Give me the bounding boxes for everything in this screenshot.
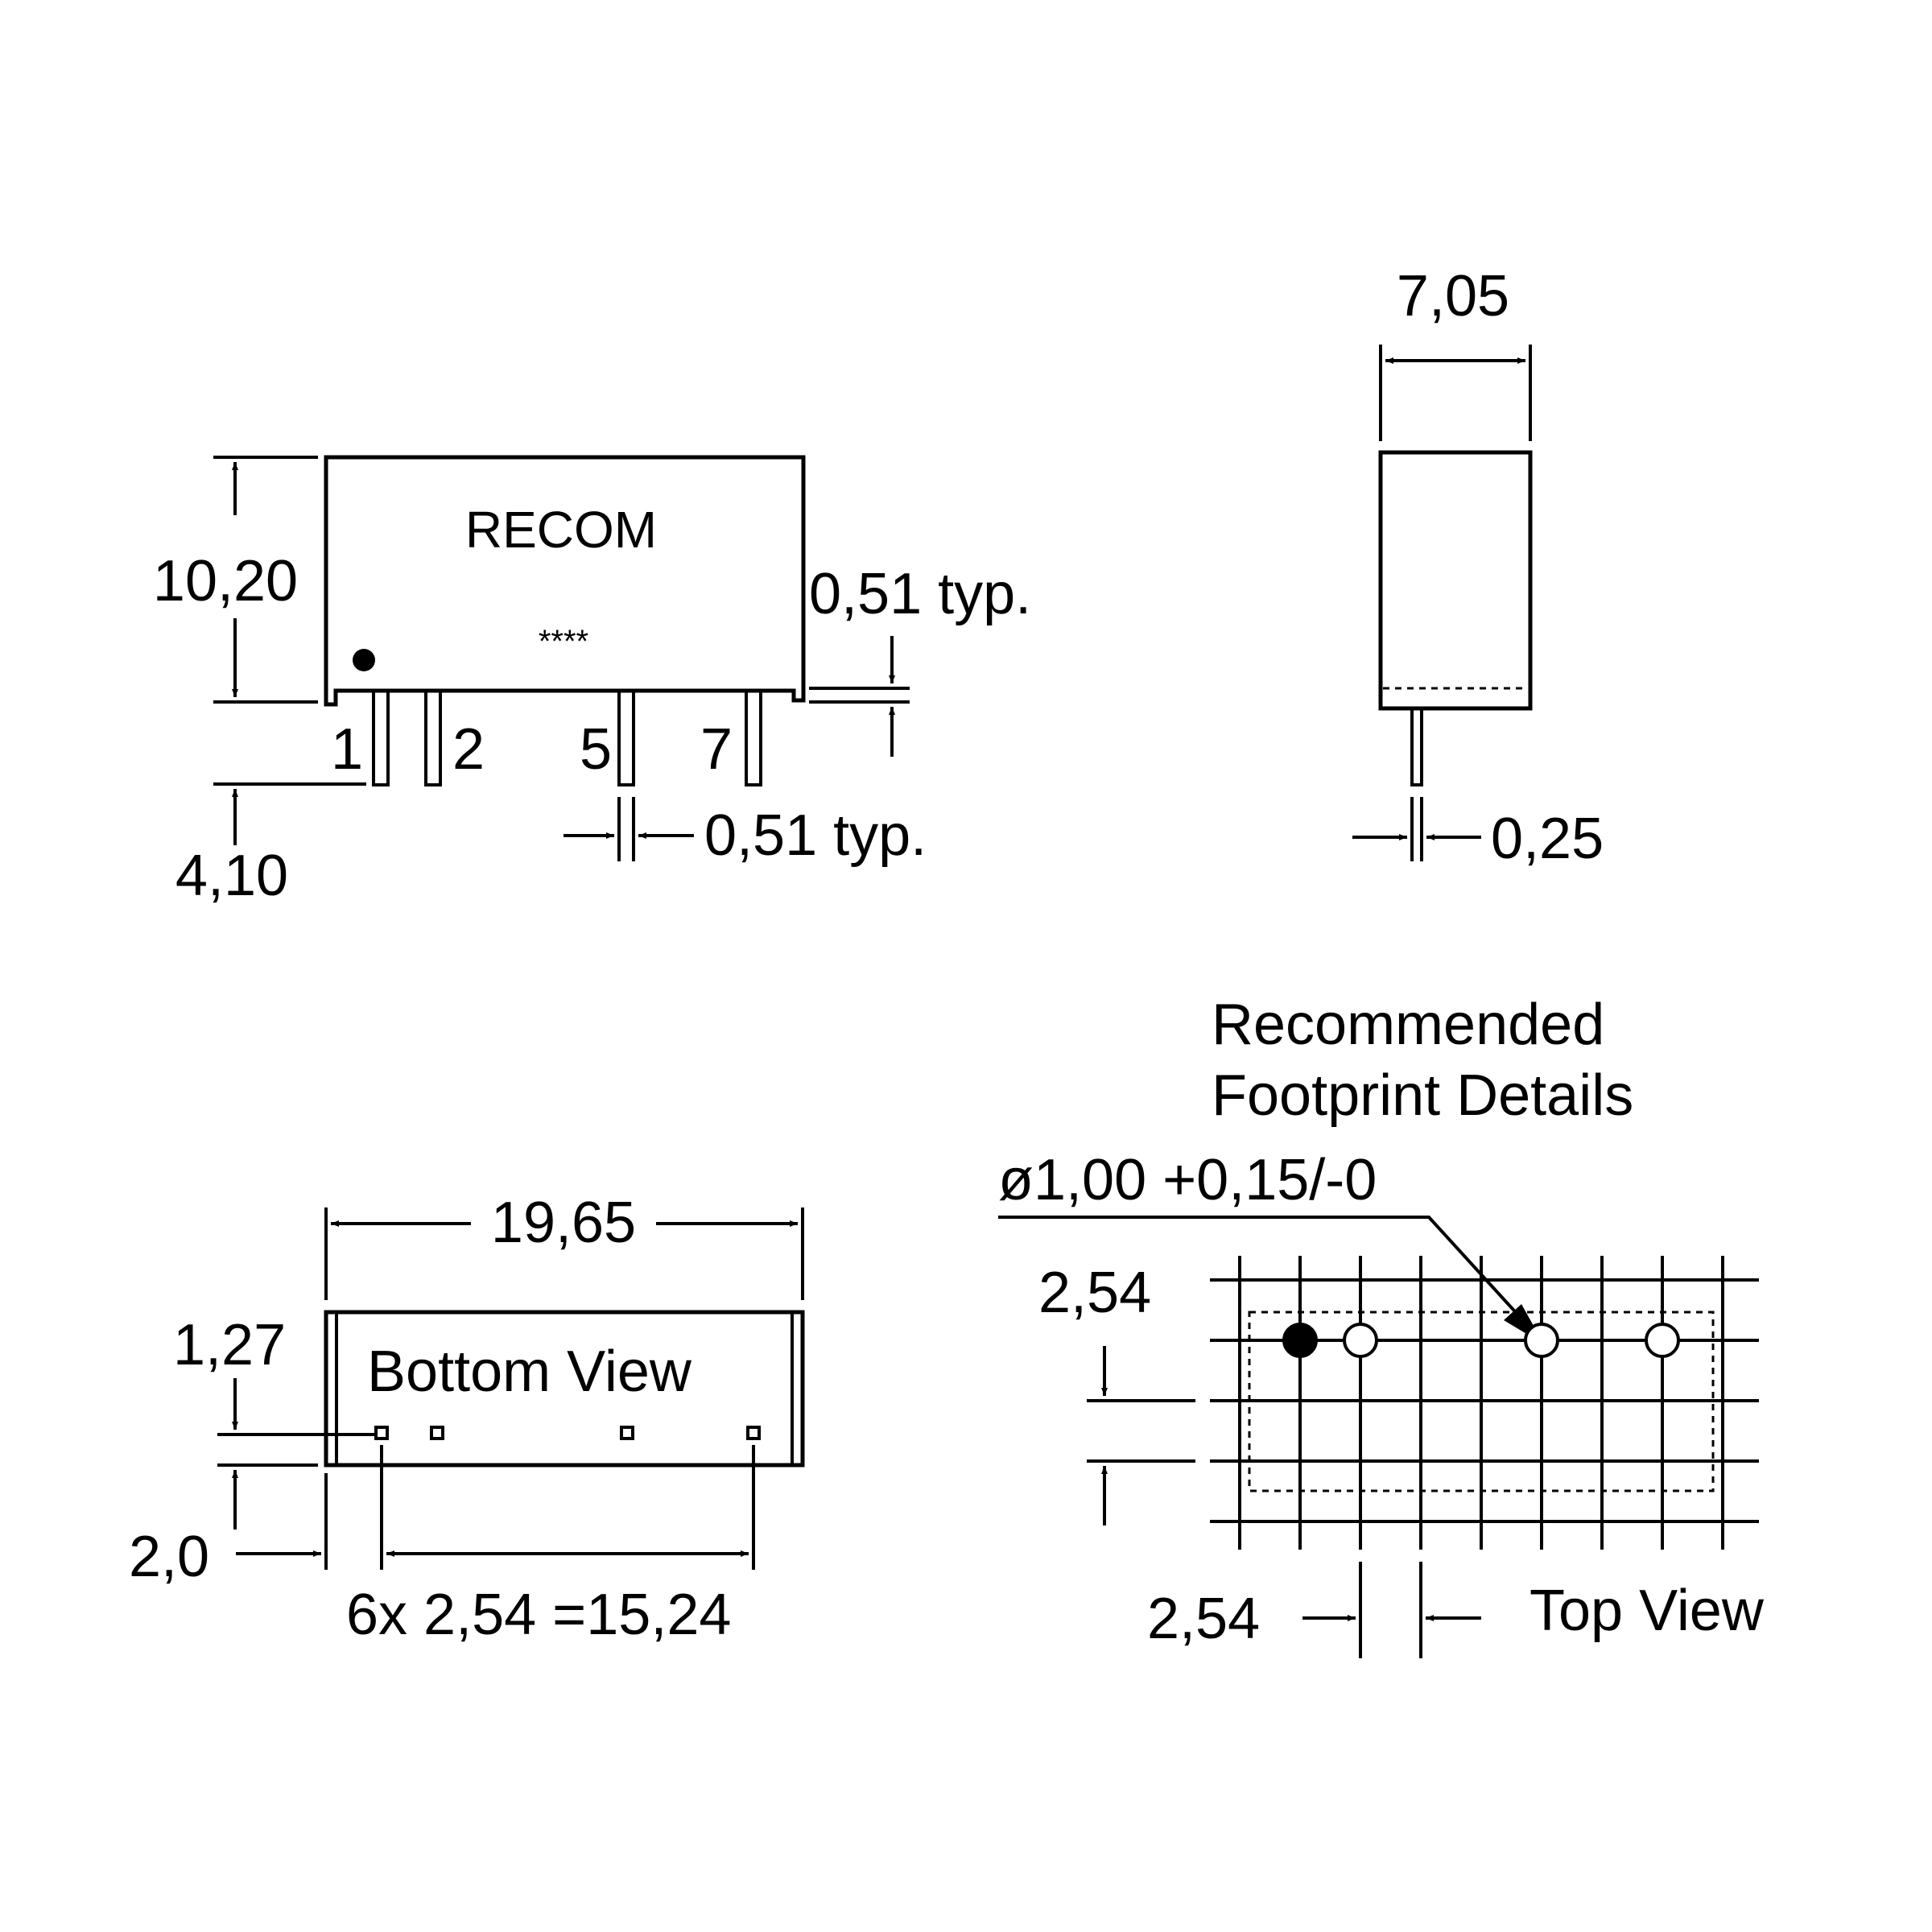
dim-side-width: 7,05 — [1397, 264, 1509, 328]
pin-2 — [424, 689, 442, 786]
pin-pad-2 — [430, 1426, 444, 1440]
dim-pin-row-offset: 1,27 — [173, 1313, 286, 1377]
side-pin — [1410, 707, 1423, 786]
pin-label-5: 5 — [580, 717, 612, 782]
side-view: 7,05 0,25 — [1352, 264, 1604, 871]
dim-height: 10,20 — [153, 549, 298, 613]
dim-standoff: 0,51 typ. — [809, 562, 1031, 626]
hole-pin-2 — [1343, 1323, 1378, 1358]
hole-pin-7 — [1645, 1323, 1680, 1358]
pin1-marker-dot — [353, 649, 375, 671]
dim-pitch-total: 6x 2,54 =15,24 — [346, 1583, 731, 1647]
pin-label-2: 2 — [452, 717, 485, 782]
dim-pin-width: 0,51 typ. — [704, 803, 927, 868]
pin-label-1: 1 — [331, 717, 363, 782]
bottom-view: Bottom View 19,65 1,27 2,0 6x 2,54 =15,2… — [129, 1191, 805, 1647]
case-body-front — [324, 455, 806, 707]
hole-pin-5 — [1524, 1323, 1559, 1358]
case-outline-bottom — [324, 1310, 805, 1468]
footprint-view: Recommended Footprint Details ø1,00 +0,1… — [998, 993, 1765, 1658]
footprint-title-line1: Recommended — [1212, 993, 1604, 1057]
hole-spec-leader — [998, 1216, 1539, 1338]
hole-spec: ø1,00 +0,15/-0 — [998, 1148, 1377, 1212]
pin-pad-1 — [374, 1426, 389, 1440]
dim-pin-thickness: 0,25 — [1491, 807, 1604, 871]
brand-label: RECOM — [465, 501, 657, 559]
case-body-side — [1378, 450, 1533, 711]
bottom-view-label: Bottom View — [367, 1340, 692, 1404]
dim-edge-offset: 2,0 — [129, 1525, 209, 1589]
dim-length: 19,65 — [491, 1191, 636, 1255]
top-view-label: Top View — [1530, 1579, 1765, 1643]
footprint-grid — [1210, 1256, 1759, 1550]
dim-pin-height: 4,10 — [175, 844, 288, 908]
pin-pad-7 — [746, 1426, 761, 1440]
pin-5 — [617, 689, 635, 786]
hole-pin-1 — [1282, 1323, 1318, 1358]
marking-label: **** — [539, 624, 588, 659]
pin-7 — [745, 689, 762, 786]
pin-label-7: 7 — [700, 717, 733, 782]
pin-1 — [372, 689, 390, 786]
dim-grid-horizontal: 2,54 — [1147, 1587, 1260, 1651]
module-outline-footprint — [1248, 1311, 1715, 1492]
footprint-title-line2: Footprint Details — [1212, 1063, 1633, 1128]
front-view: RECOM **** 1 2 5 7 10,20 4,10 0,51 typ. … — [153, 455, 1031, 908]
dim-grid-vertical: 2,54 — [1038, 1261, 1151, 1325]
pin-pad-5 — [620, 1426, 634, 1440]
